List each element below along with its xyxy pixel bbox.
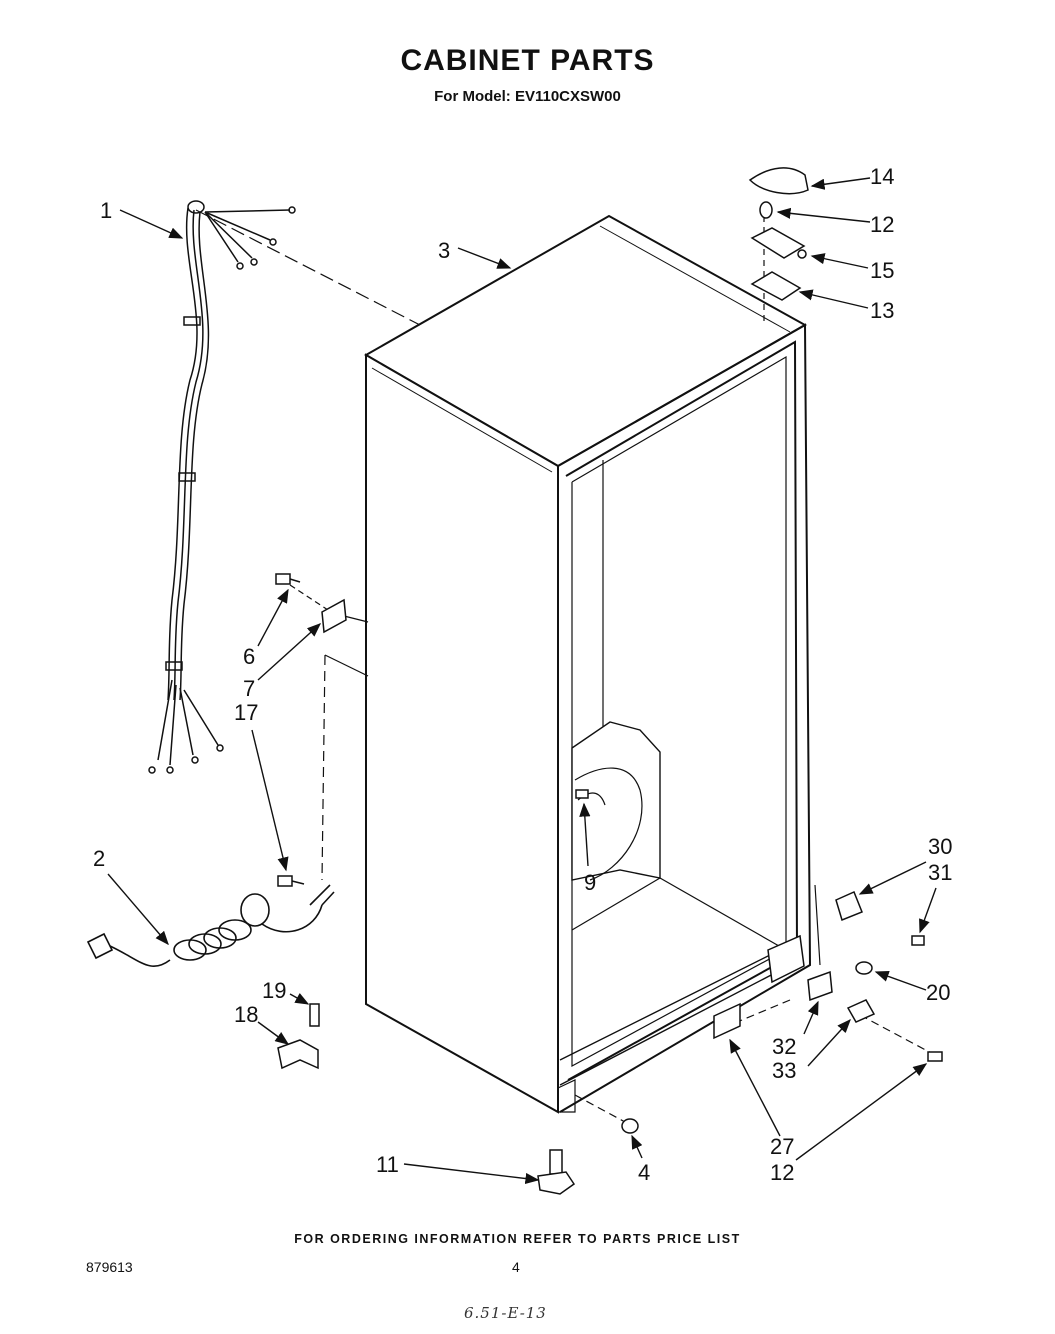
lower-hinge-bracket [767,934,805,984]
callout-18: 18 [234,1002,258,1027]
leveling-leg-stem [549,1149,563,1175]
callout-30: 30 [928,834,952,859]
power-cord [86,884,335,967]
callout-1: 1 [100,198,112,223]
wire-harness [148,200,296,774]
screw-19 [309,1003,320,1027]
plug-4 [621,1118,639,1134]
screw-12-bottom [927,1051,943,1062]
callout-3: 3 [438,238,450,263]
callout-14: 14 [870,164,894,189]
callout-7: 7 [243,676,255,701]
callout-6: 6 [243,644,255,669]
bracket-18 [277,1039,319,1070]
callout-15: 15 [870,258,894,283]
part-30 [835,890,863,922]
cabinet-body [195,205,936,1123]
callout-19: 19 [262,978,286,1003]
washer-20 [855,961,873,975]
screw-6 [275,573,291,585]
callout-2: 2 [93,846,105,871]
leveling-leg-11 [537,1171,576,1195]
hinge-33 [846,999,876,1023]
hinge-13 [750,271,802,301]
callout-12-bottom: 12 [770,1160,794,1185]
page-title: CABINET PARTS [400,44,655,77]
block-27 [713,1002,741,1040]
callout-27: 27 [770,1134,794,1159]
callout-12-top: 12 [870,212,894,237]
callout-17: 17 [234,700,258,725]
washer-12-top [759,201,773,219]
callout-4: 4 [638,1160,650,1185]
part-32 [807,970,833,1002]
callout-11: 11 [376,1152,399,1177]
ordering-info-note: FOR ORDERING INFORMATION REFER TO PARTS … [294,1232,741,1246]
document-number: 879613 [86,1259,133,1275]
callout-32: 32 [772,1034,796,1059]
callout-13: 13 [870,298,894,323]
callout-9: 9 [584,870,596,895]
callout-31: 31 [928,860,952,885]
bracket-7 [321,598,347,634]
callout-33: 33 [772,1058,796,1083]
page-number: 4 [512,1259,520,1275]
handwritten-note: 6.51-E-13 [464,1304,547,1322]
screw-9 [575,789,589,799]
top-cap-14 [748,167,809,195]
small-parts [275,167,943,1195]
model-subtitle: For Model: EV110CXSW00 [434,88,621,105]
callout-20: 20 [926,980,950,1005]
screw-17 [277,875,293,887]
leader-lines [107,177,937,1185]
hinge-plate-15 [750,227,806,259]
screw-31 [911,935,925,946]
callout-labels: 1 2 3 4 6 7 9 11 12 12 13 14 15 17 18 19… [93,164,952,1185]
